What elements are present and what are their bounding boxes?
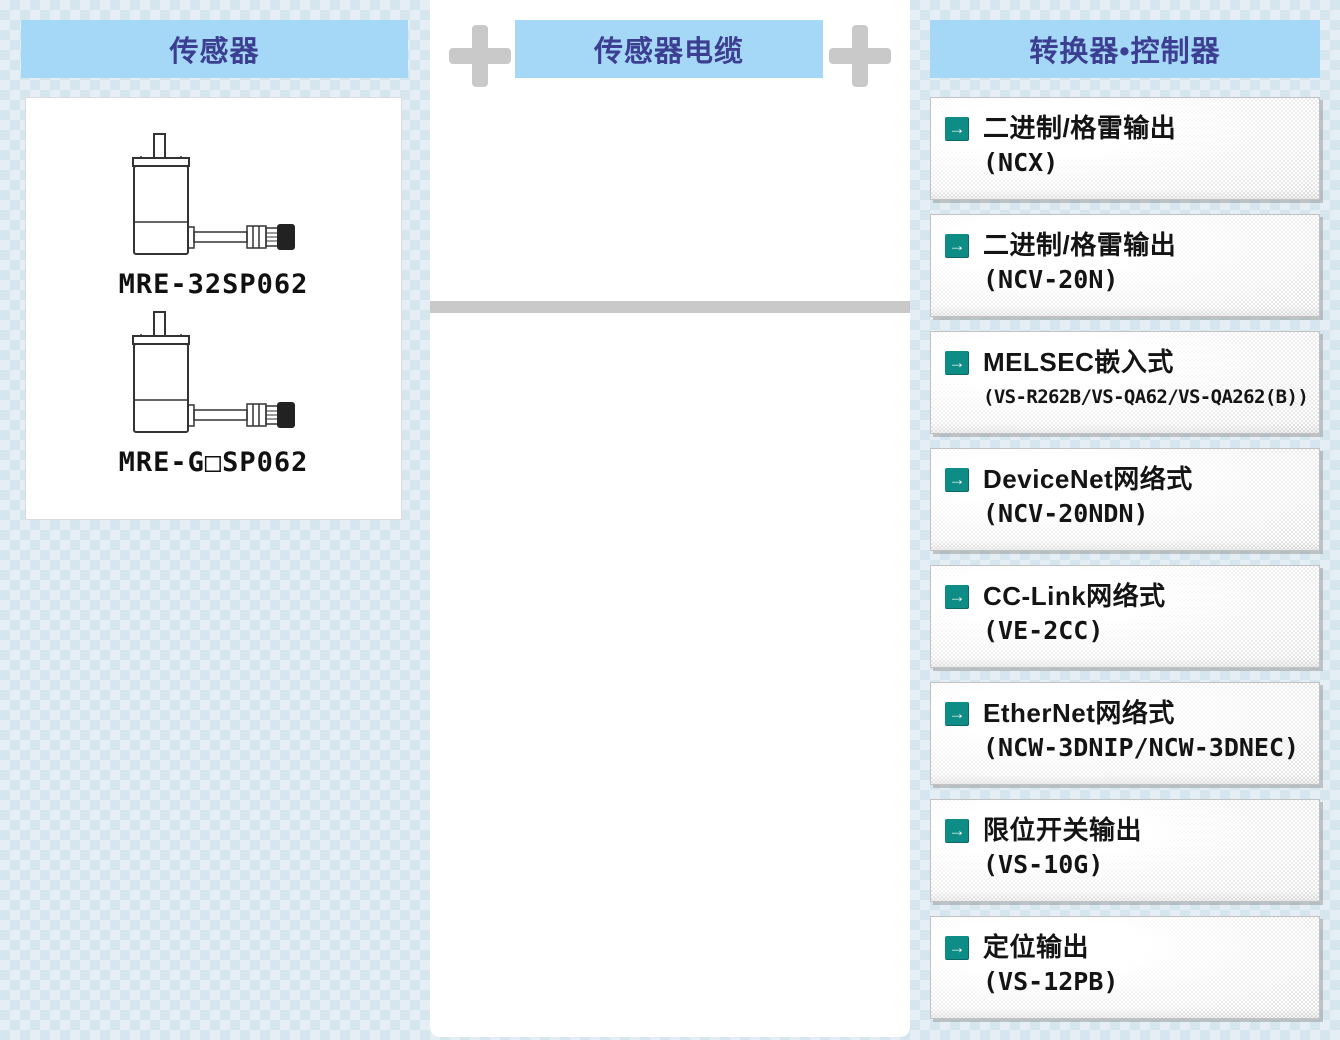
controller-model-label: (NCW-3DNIP/NCW-3DNEC): [983, 733, 1300, 762]
sensor-panel: MRE-32SP062: [25, 97, 402, 520]
controller-type-label: 定位输出: [983, 932, 1090, 962]
controller-column-header: 转换器•控制器: [930, 20, 1320, 78]
sensor-drawing: [131, 311, 295, 433]
controller-button[interactable]: → EtherNet网络式 (NCW-3DNIP/NCW-3DNEC): [930, 682, 1320, 785]
controller-model-label: (NCV-20N): [983, 265, 1119, 294]
controller-model-label: (VS-R262B/VS-QA62/VS-QA262(B)): [983, 386, 1309, 408]
controller-type-label: 二进制/格雷输出: [983, 230, 1177, 260]
controller-button[interactable]: → 二进制/格雷输出 (NCX): [930, 97, 1320, 200]
controller-type-label: EtherNet网络式: [983, 698, 1175, 728]
sensor-figure: MRE-32SP062: [26, 132, 401, 300]
controller-button[interactable]: → DeviceNet网络式 (NCV-20NDN): [930, 448, 1320, 551]
controller-button[interactable]: → 限位开关输出 (VS-10G): [930, 799, 1320, 902]
sensor-drawing: [131, 133, 295, 255]
sensor-column-header: 传感器: [21, 20, 408, 78]
sensor-model-label: MRE-32SP062: [118, 269, 309, 300]
cable-column-header: 传感器电缆: [515, 20, 823, 78]
controller-link-list: → 二进制/格雷输出 (NCX) → 二进制/格雷输出 (NCV-20N) → …: [930, 97, 1320, 1019]
arrow-icon: →: [945, 351, 969, 375]
cable-connector-bar: [430, 301, 910, 313]
controller-button[interactable]: → 定位输出 (VS-12PB): [930, 916, 1320, 1019]
controller-type-label: DeviceNet网络式: [983, 464, 1193, 494]
controller-button[interactable]: → CC-Link网络式 (VE-2CC): [930, 565, 1320, 668]
cable-column-background: [430, 0, 910, 1037]
cable-column-title: 传感器电缆: [593, 36, 744, 68]
controller-button[interactable]: → MELSEC嵌入式 (VS-R262B/VS-QA62/VS-QA262(B…: [930, 331, 1320, 434]
controller-model-label: (VE-2CC): [983, 616, 1104, 645]
controller-model-label: (VS-12PB): [983, 967, 1119, 996]
controller-model-label: (VS-10G): [983, 850, 1104, 879]
sensor-figure: MRE-G□SP062: [26, 310, 401, 478]
controller-type-label: 限位开关输出: [983, 815, 1143, 845]
arrow-icon: →: [945, 468, 969, 492]
controller-model-label: (NCV-20NDN): [983, 499, 1149, 528]
sensor-column-title: 传感器: [169, 36, 260, 68]
arrow-icon: →: [945, 117, 969, 141]
controller-type-label: 二进制/格雷输出: [983, 113, 1177, 143]
sensor-model-label: MRE-G□SP062: [118, 447, 309, 478]
arrow-icon: →: [945, 702, 969, 726]
arrow-icon: →: [945, 234, 969, 258]
controller-button[interactable]: → 二进制/格雷输出 (NCV-20N): [930, 214, 1320, 317]
arrow-icon: →: [945, 819, 969, 843]
controller-type-label: MELSEC嵌入式: [983, 347, 1174, 377]
plus-icon: [449, 25, 511, 87]
plus-icon: [829, 25, 891, 87]
arrow-icon: →: [945, 585, 969, 609]
controller-type-label: CC-Link网络式: [983, 581, 1166, 611]
controller-column-title: 转换器•控制器: [1029, 36, 1221, 68]
controller-model-label: (NCX): [983, 148, 1059, 177]
arrow-icon: →: [945, 936, 969, 960]
